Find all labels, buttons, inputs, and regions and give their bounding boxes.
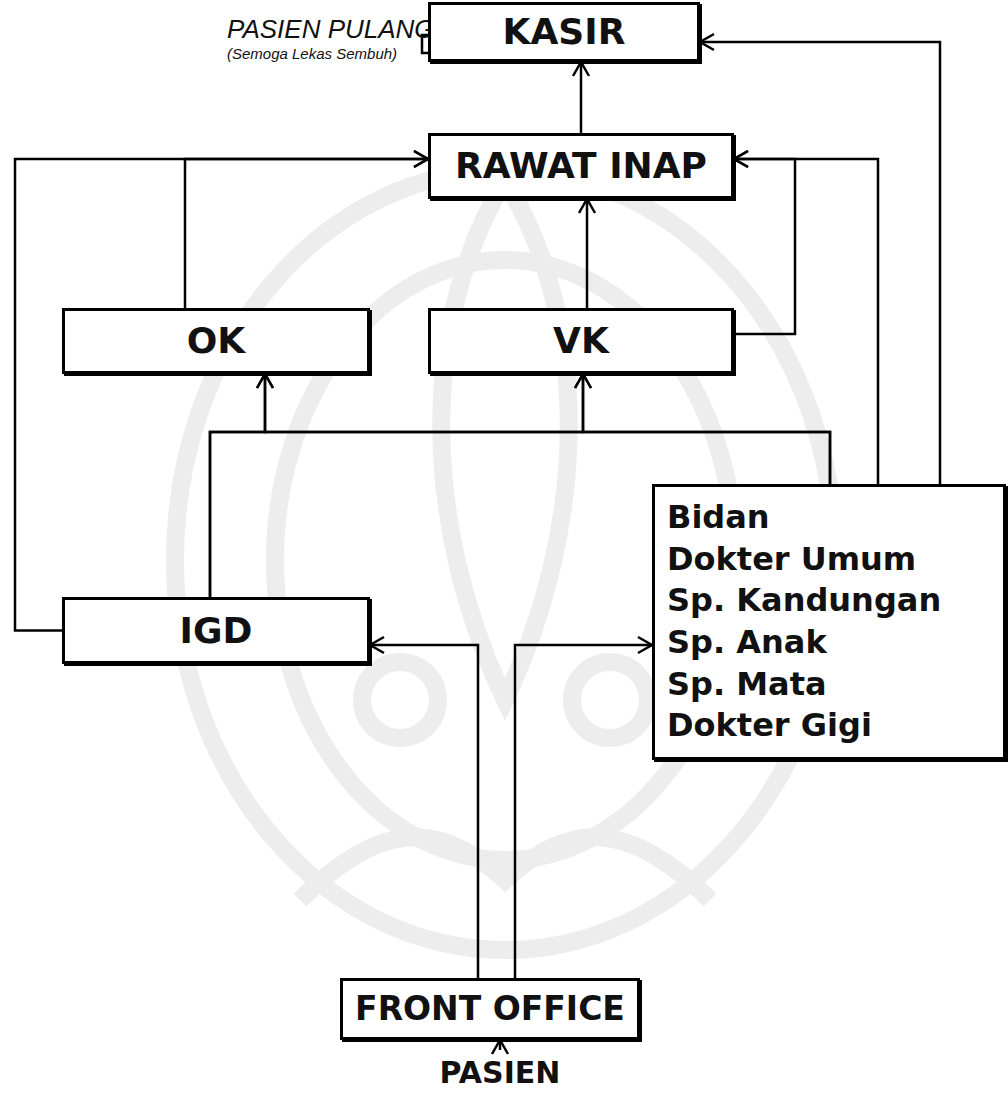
process-box: KASIR (428, 2, 700, 62)
process-box: IGD (62, 597, 370, 664)
service-name: Sp. Anak (667, 622, 827, 664)
connector-line (515, 645, 652, 978)
flow-arrow (573, 62, 589, 133)
flow-arrow (370, 637, 478, 978)
arrow-head (734, 151, 748, 167)
arrow-head (257, 374, 273, 388)
process-box: VK (428, 308, 734, 374)
service-list-box: BidanDokter UmumSp. KandunganSp. AnakSp.… (652, 484, 1006, 760)
arrow-head (414, 151, 428, 167)
process-box: OK (62, 308, 370, 374)
node-label: PASIEN PULANG (227, 15, 435, 45)
connector-line (185, 159, 428, 308)
node-label: KASIR (503, 11, 626, 52)
service-name: Bidan (667, 497, 770, 539)
node-label: IGD (180, 610, 253, 651)
arrow-head (638, 637, 652, 653)
connector-line (586, 199, 589, 308)
connector-line (15, 159, 428, 631)
process-box: FRONT OFFICE (340, 978, 640, 1040)
connector-line (583, 374, 830, 484)
flow-arrow (579, 199, 595, 308)
process-box: RAWAT INAP (428, 133, 734, 199)
flow-arrow (257, 374, 830, 484)
service-name: Dokter Gigi (667, 705, 872, 747)
connector-line (370, 645, 478, 978)
arrow-head (575, 374, 591, 388)
node-label: VK (553, 320, 609, 361)
flow-arrow (734, 151, 878, 484)
arrow-head (370, 637, 384, 653)
node-label: (Semoga Lekas Sembuh) (227, 45, 397, 62)
service-name: Sp. Kandungan (667, 580, 941, 622)
connector-line (265, 374, 830, 484)
flow-arrow (575, 374, 830, 484)
connector-line (700, 42, 940, 484)
arrow-head (700, 34, 714, 50)
flow-arrow (734, 151, 795, 334)
start-label: PASIEN (390, 1050, 610, 1096)
connector-line (580, 62, 583, 133)
flow-arrow (700, 34, 940, 484)
connector-line (210, 374, 265, 597)
flow-arrow (492, 1040, 508, 1054)
arrow-head (579, 199, 595, 213)
flow-arrow (210, 374, 591, 597)
service-name: Sp. Mata (667, 664, 827, 706)
flow-arrow (15, 151, 428, 631)
node-label: OK (187, 320, 246, 361)
flow-arrow (185, 151, 428, 308)
flow-arrow (210, 374, 273, 597)
connector-line (734, 159, 795, 334)
node-label: PASIEN (440, 1056, 561, 1091)
exit-label: PASIEN PULANG(Semoga Lekas Sembuh) (225, 8, 441, 70)
arrow-head (492, 1040, 508, 1054)
arrow-head (573, 62, 589, 76)
service-name: Dokter Umum (667, 539, 916, 581)
connector-line (734, 159, 878, 484)
node-label: FRONT OFFICE (355, 990, 625, 1028)
flow-arrow (515, 637, 652, 978)
node-label: RAWAT INAP (455, 145, 707, 186)
